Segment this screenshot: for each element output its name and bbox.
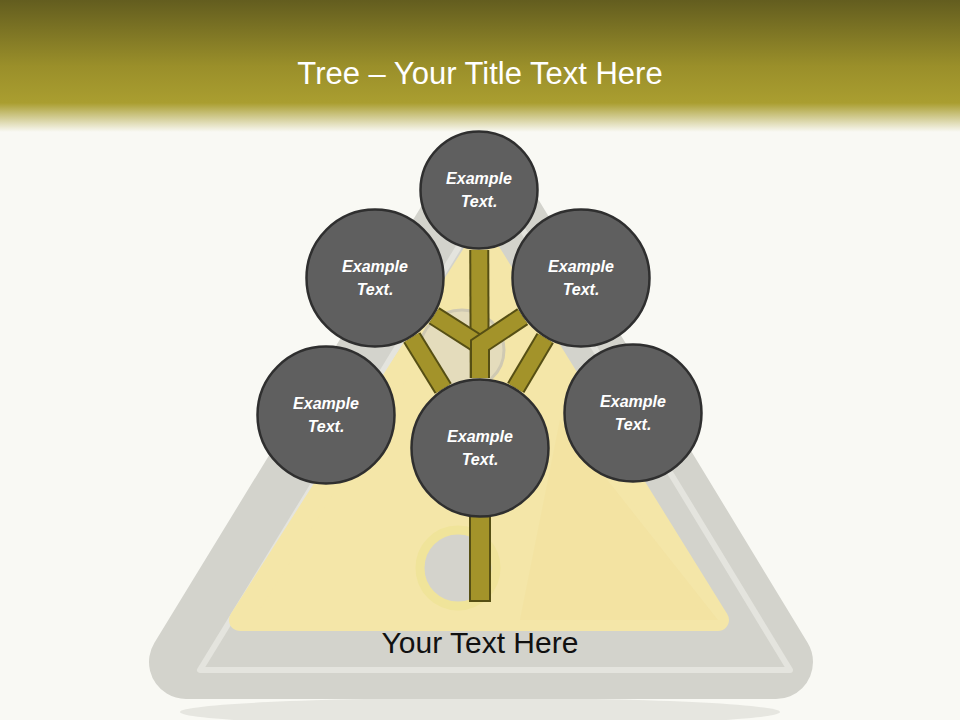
tree-circle: Example Text. xyxy=(419,130,539,250)
tree-circle: Example Text. xyxy=(511,208,651,348)
branch-outline xyxy=(516,338,545,388)
tree-circle: Example Text. xyxy=(410,378,550,518)
circle-outline xyxy=(419,130,539,250)
branch-fill xyxy=(412,338,443,389)
warning-sign-highlight xyxy=(200,186,790,670)
title-bar: Tree – Your Title Text Here xyxy=(0,52,960,96)
caption-area: Your Text Here xyxy=(0,622,960,664)
circle-shape xyxy=(412,380,549,517)
tree-circle: Example Text. xyxy=(305,208,445,348)
circle-shape xyxy=(565,345,702,482)
circle-shape xyxy=(307,210,444,347)
tree-circle: Example Text. xyxy=(256,345,396,485)
header-band xyxy=(0,0,960,132)
tree-circle: Example Text. xyxy=(563,343,703,483)
tree-branch xyxy=(412,338,443,389)
slide-title: Tree – Your Title Text Here xyxy=(297,56,662,91)
node-label: Example Text. xyxy=(434,425,526,471)
branch-outline xyxy=(412,338,443,389)
circle-shape xyxy=(421,132,538,249)
node-label: Example Text. xyxy=(535,255,627,301)
circle-outline xyxy=(410,378,550,518)
circle-outline xyxy=(256,345,396,485)
node-label: Example Text. xyxy=(280,392,372,438)
circle-shape xyxy=(258,347,395,484)
circle-shape xyxy=(513,210,650,347)
tree-branch xyxy=(516,338,545,388)
warning-sign-border xyxy=(186,178,776,662)
circle-outline xyxy=(305,208,445,348)
sign-reflection xyxy=(180,698,780,720)
circle-outline xyxy=(511,208,651,348)
circle-outline xyxy=(563,343,703,483)
node-label: Example Text. xyxy=(433,167,525,213)
node-label: Example Text. xyxy=(329,255,421,301)
branch-fill xyxy=(516,338,545,388)
node-label: Example Text. xyxy=(587,390,679,436)
caption-text: Your Text Here xyxy=(382,626,579,659)
